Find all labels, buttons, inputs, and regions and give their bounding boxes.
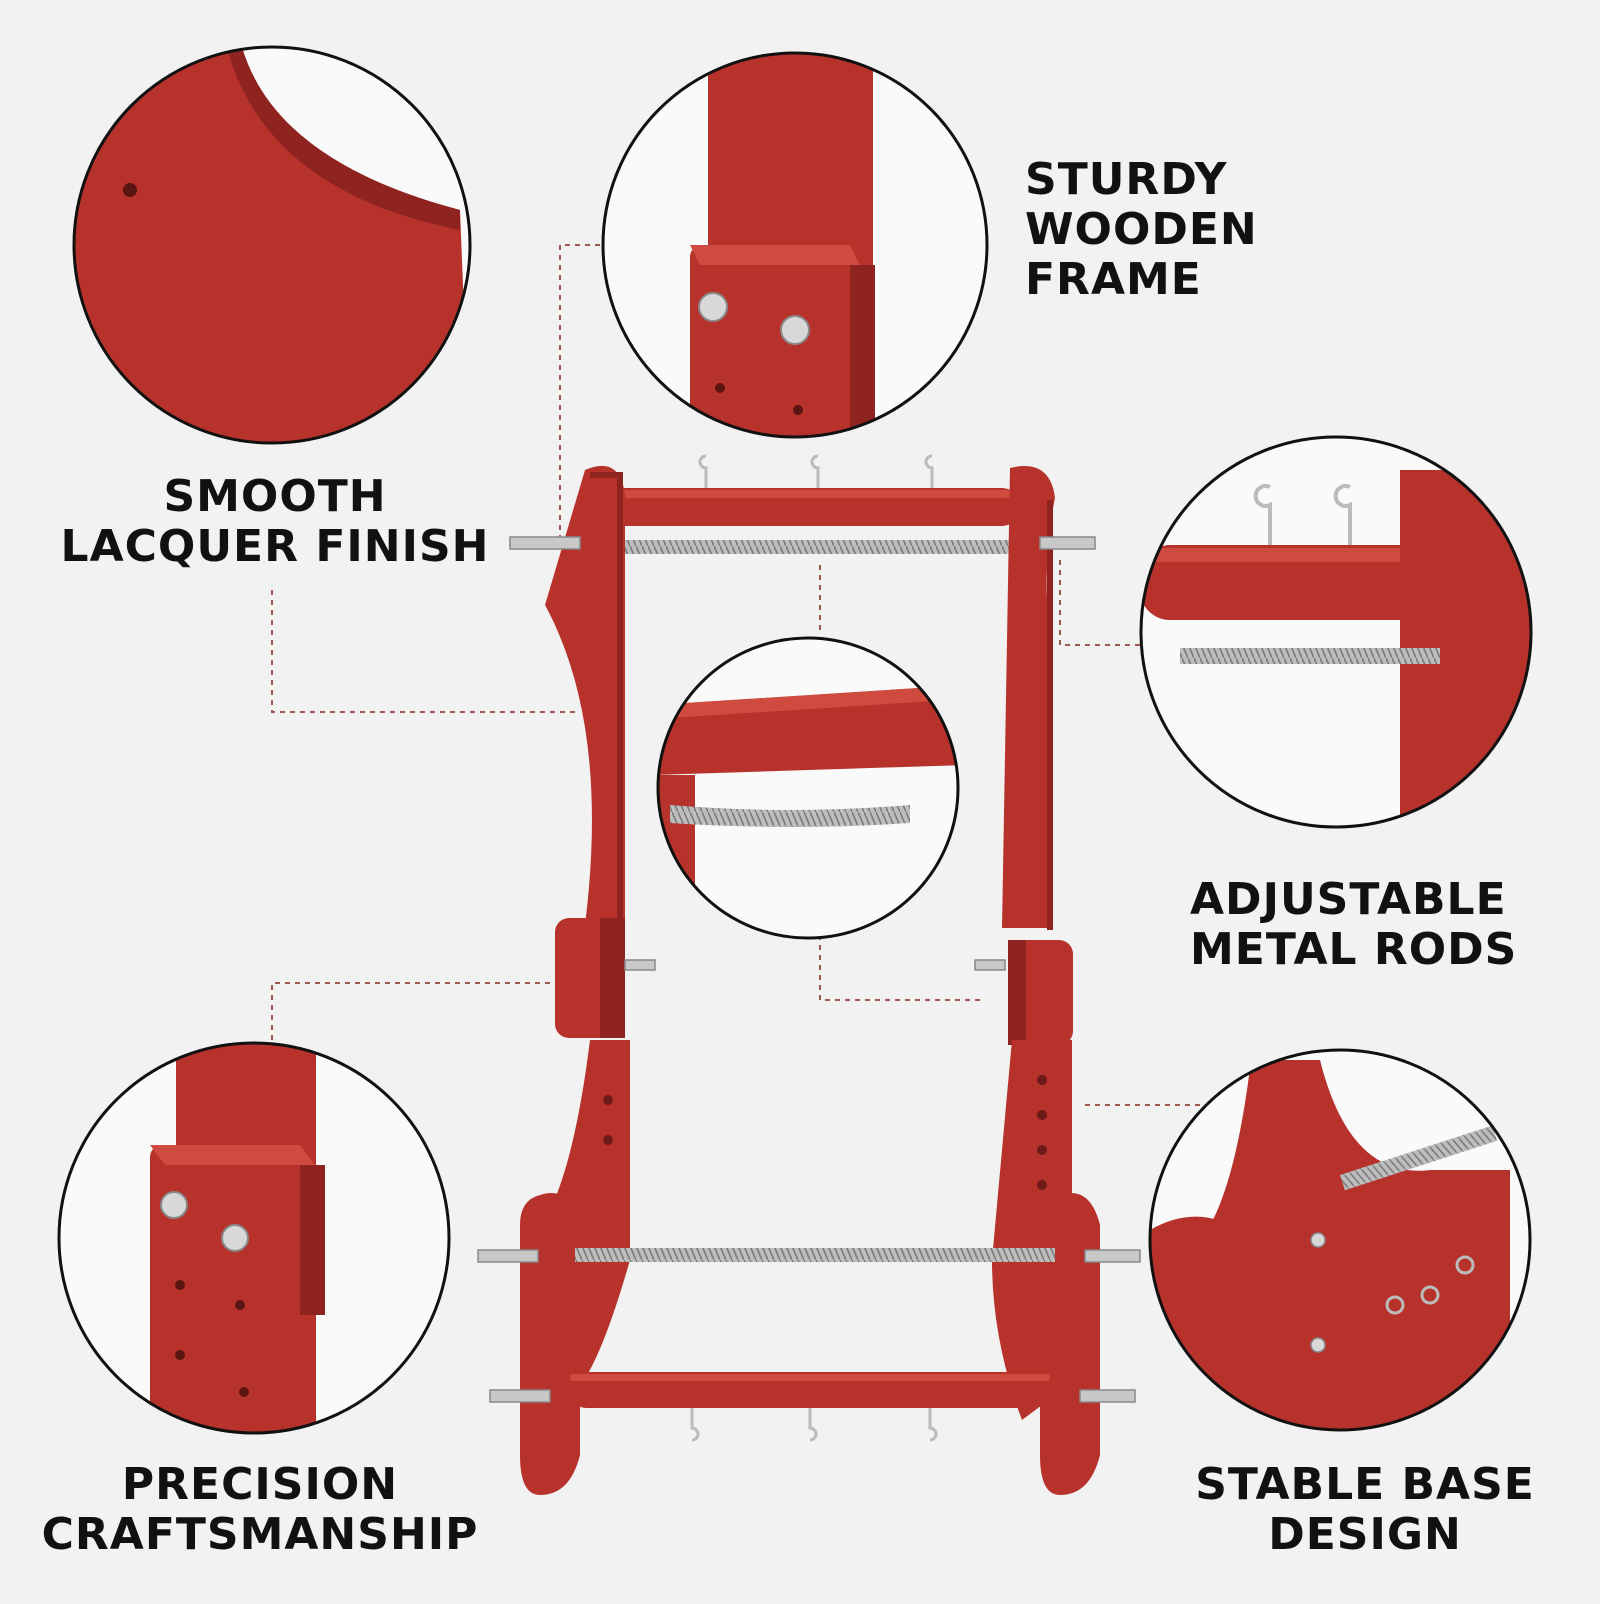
- detail-circle-base: [1148, 1048, 1532, 1432]
- top-hooks: [698, 454, 934, 488]
- label-smooth-finish: SMOOTH LACQUER FINISH: [50, 472, 500, 572]
- label-smooth-finish-line-2: LACQUER FINISH: [60, 521, 490, 572]
- detail-circle-precision: [57, 1041, 451, 1435]
- left-upper-side: [545, 465, 625, 925]
- adjustment-holes: [603, 1075, 1047, 1190]
- detail-circle-finish: [72, 45, 472, 445]
- leader-line-rods-top: [1059, 555, 1170, 646]
- leader-lines: [271, 244, 1240, 1106]
- leader-line-precision: [271, 982, 550, 1050]
- label-sturdy-frame-line-2: WOODEN: [1025, 204, 1258, 255]
- leader-line-rods-lower: [819, 935, 985, 1001]
- label-adjustable-rods: ADJUSTABLE METAL RODS: [1190, 875, 1570, 975]
- label-sturdy-frame: STURDY WOODEN FRAME: [1025, 155, 1325, 305]
- top-spring: [610, 540, 1010, 554]
- wing-nuts: [477, 536, 1141, 1403]
- label-stable-base: STABLE BASE DESIGN: [1165, 1460, 1565, 1560]
- detail-circle-rods-center: [656, 636, 960, 940]
- loom-frame: [477, 454, 1141, 1495]
- label-precision-line-1: PRECISION: [121, 1459, 399, 1510]
- bottom-hooks: [690, 1408, 938, 1442]
- detail-circle-rods-right: [1139, 435, 1533, 829]
- label-stable-base-line-1: STABLE BASE: [1195, 1459, 1535, 1510]
- label-precision-line-2: CRAFTSMANSHIP: [41, 1509, 479, 1560]
- label-smooth-finish-line-1: SMOOTH: [163, 471, 387, 522]
- leader-line-frame: [559, 244, 600, 540]
- right-upper-side: [1002, 466, 1055, 928]
- label-precision: PRECISION CRAFTSMANSHIP: [30, 1460, 490, 1560]
- left-front-foot: [520, 1193, 580, 1495]
- leader-line-finish: [271, 590, 580, 713]
- label-adjustable-rods-line-2: METAL RODS: [1190, 924, 1518, 975]
- label-adjustable-rods-line-1: ADJUSTABLE: [1190, 874, 1507, 925]
- right-front-foot: [1040, 1193, 1100, 1495]
- label-sturdy-frame-line-3: FRAME: [1025, 254, 1202, 305]
- bottom-spring: [575, 1248, 1055, 1262]
- label-stable-base-line-2: DESIGN: [1268, 1509, 1462, 1560]
- detail-circle-frame: [601, 51, 989, 439]
- label-sturdy-frame-line-1: STURDY: [1025, 154, 1228, 205]
